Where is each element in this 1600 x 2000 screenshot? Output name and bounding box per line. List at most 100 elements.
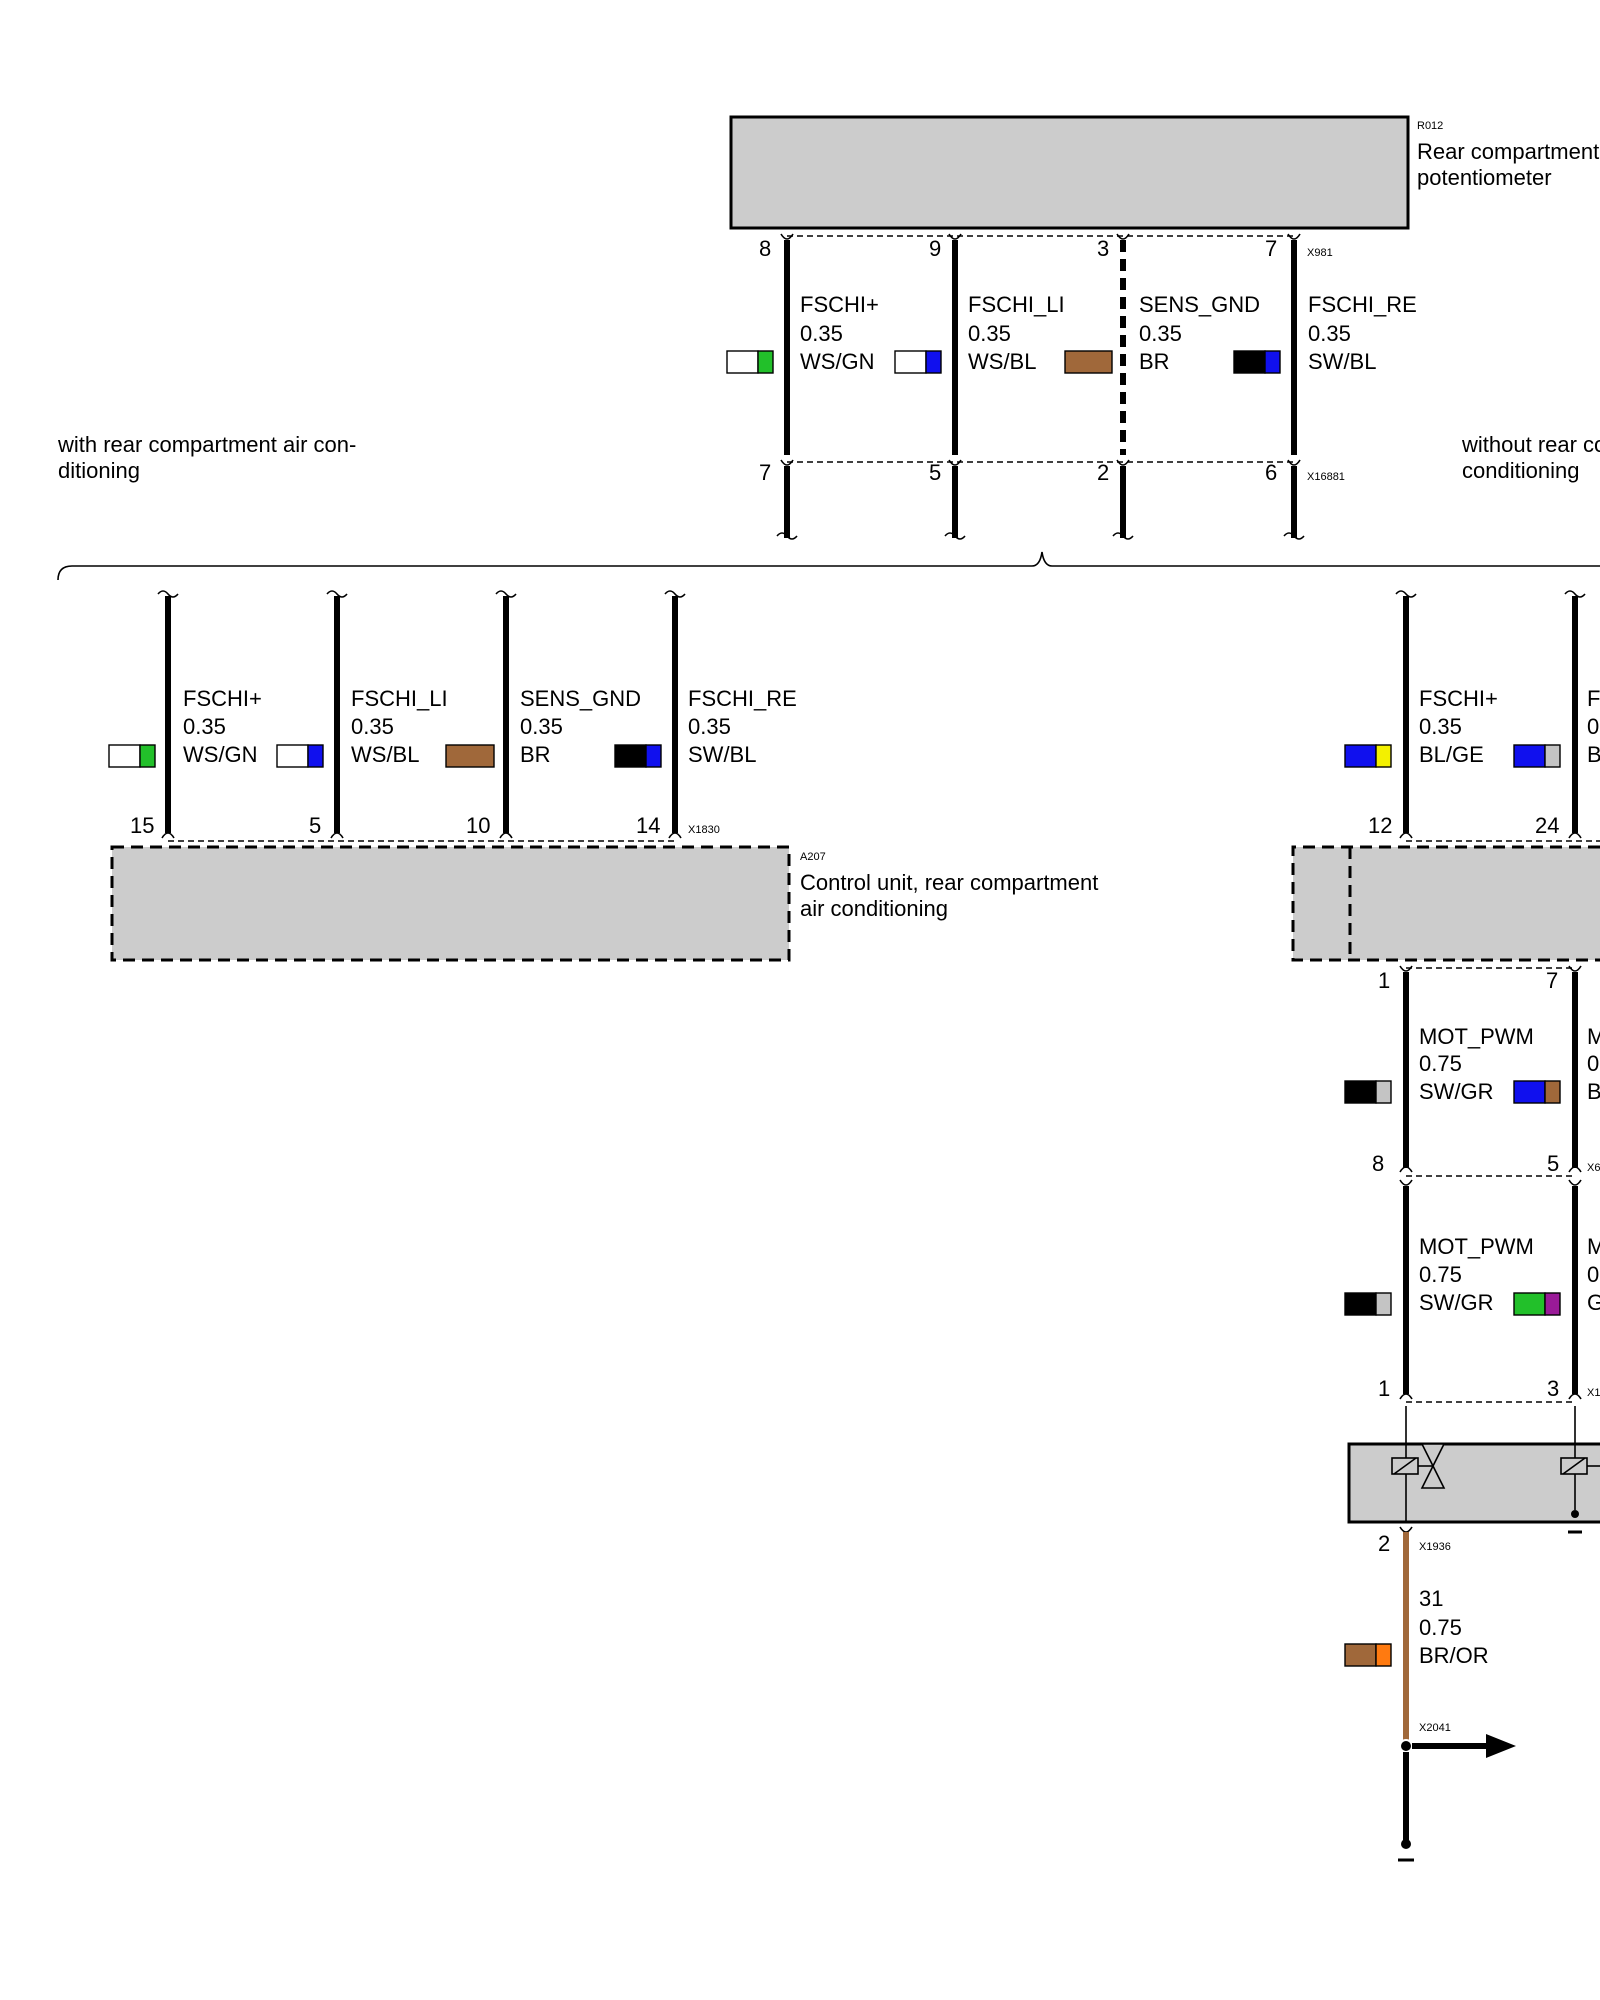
variant-with-label-line1: with rear compartment air con- — [57, 432, 356, 457]
top-wire-fschi-re-pin-top: 7 — [1265, 236, 1277, 261]
top-wire-fschi-li-pin-bottom: 5 — [929, 460, 941, 485]
top-wire-fschi-plus-pin-bottom: 7 — [759, 460, 771, 485]
right-col2-wire-lower-pin: 3 — [1547, 1376, 1559, 1401]
right-col1-pin-out: 1 — [1378, 968, 1390, 993]
component-r012-name-line1: Rear compartment — [1417, 139, 1599, 164]
connector-x981-label: X981 — [1307, 247, 1333, 259]
left-wire-fschi-li-color: WS/BL — [351, 742, 419, 767]
swatch-gn — [1513, 1292, 1546, 1316]
top-wire-fschi-re[interactable]: 7 6 FSCHI_RE 0.35 SW/BL — [1233, 233, 1417, 540]
top-wire-fschi-li[interactable]: 9 5 FSCHI_LI 0.35 WS/BL — [894, 233, 1065, 540]
right-col1-wire-31-pin: 2 — [1378, 1531, 1390, 1556]
component-valve-unit[interactable] — [1347, 1406, 1600, 1534]
right-col1-wire-31-size: 0.75 — [1419, 1615, 1462, 1640]
connector-x1936-label: X1936 — [1419, 1541, 1451, 1553]
right-col1-wire-fschi-plus[interactable]: 12 FSCHI+ 0.35 BL/GE — [1344, 590, 1498, 839]
left-wire-sens-gnd-pin: 10 — [466, 813, 490, 838]
left-wire-fschi-li-pin: 5 — [309, 813, 321, 838]
right-col2-wire-upper[interactable]: 24 F 0 B — [1513, 590, 1600, 839]
top-wire-fschi-plus-color: WS/GN — [800, 349, 875, 374]
connector-x6-label: X6 — [1587, 1162, 1600, 1174]
swatch-sw — [1344, 1292, 1377, 1316]
swatch-ws — [894, 350, 927, 374]
right-col1-wire-fschi-plus-color: BL/GE — [1419, 742, 1484, 767]
right-col1-wire-mot-pwm-upper-size: 0.75 — [1419, 1051, 1462, 1076]
left-wire-sens-gnd-signal: SENS_GND — [520, 686, 641, 711]
left-wire-fschi-re-size: 0.35 — [688, 714, 731, 739]
left-wire-sens-gnd[interactable]: 10 SENS_GND 0.35 BR — [445, 590, 641, 839]
component-r012-name-line2: potentiometer — [1417, 165, 1552, 190]
swatch-br — [1344, 1643, 1377, 1667]
top-wire-sens-gnd[interactable]: 3 2 SENS_GND 0.35 BR — [1064, 233, 1260, 540]
left-wire-fschi-li[interactable]: 5 FSCHI_LI 0.35 WS/BL — [276, 590, 448, 839]
right-col2-wire-lower[interactable]: 3 M 0 G — [1513, 1179, 1600, 1401]
right-col2-wire-lower-color: G — [1587, 1290, 1600, 1315]
component-r012-housing[interactable] — [729, 115, 1410, 230]
connector-x1830-label: X1830 — [688, 824, 720, 836]
swatch-ge — [1375, 744, 1392, 768]
swatch-br — [445, 744, 495, 768]
top-wire-fschi-li-pin-top: 9 — [929, 236, 941, 261]
variant-without-label-line1: without rear co — [1461, 432, 1600, 457]
variant-with-label-line2: ditioning — [58, 458, 140, 483]
swatch-gn — [139, 744, 156, 768]
left-wire-fschi-plus[interactable]: 15 FSCHI+ 0.35 WS/GN — [108, 590, 262, 839]
splice-x2041[interactable]: X2041 — [1398, 1722, 1516, 1862]
right-col1-wire-mot-pwm-upper-pin: 8 — [1372, 1151, 1384, 1176]
right-col2-wire-upper-color: B — [1587, 742, 1600, 767]
swatch-ws — [276, 744, 309, 768]
swatch-br — [1064, 350, 1113, 374]
right-col1-wire-mot-pwm-lower-size: 0.75 — [1419, 1262, 1462, 1287]
top-wire-fschi-li-signal: FSCHI_LI — [968, 292, 1065, 317]
swatch-bl — [925, 350, 942, 374]
swatch-sw — [1344, 1080, 1377, 1104]
swatch-or — [1375, 1643, 1392, 1667]
left-wire-fschi-plus-signal: FSCHI+ — [183, 686, 262, 711]
right-col2-wire-upper-size: 0 — [1587, 714, 1599, 739]
left-wire-fschi-re-signal: FSCHI_RE — [688, 686, 797, 711]
top-wire-fschi-li-color: WS/BL — [968, 349, 1036, 374]
right-col2-wire-middle[interactable]: 7 5 M 0 B — [1513, 965, 1600, 1176]
right-col1-wire-mot-pwm-upper-color: SW/GR — [1419, 1079, 1494, 1104]
component-a207-code: A207 — [800, 851, 826, 863]
arrow-right-icon — [1486, 1734, 1516, 1758]
swatch-bl — [1513, 1080, 1546, 1104]
top-wire-fschi-plus[interactable]: 8 7 FSCHI+ 0.35 WS/GN — [726, 233, 879, 540]
swatch-bl — [1264, 350, 1281, 374]
top-wire-sens-gnd-size: 0.35 — [1139, 321, 1182, 346]
swatch-bl — [307, 744, 324, 768]
swatch-gr — [1375, 1080, 1392, 1104]
right-col2-wire-middle-pin: 5 — [1547, 1151, 1559, 1176]
right-col1-wire-31-signal: 31 — [1419, 1586, 1443, 1611]
left-wire-fschi-plus-color: WS/GN — [183, 742, 258, 767]
top-wire-fschi-li-size: 0.35 — [968, 321, 1011, 346]
right-col1-wire-31[interactable]: 2 X1936 31 0.75 BR/OR — [1344, 1526, 1489, 1740]
top-wire-fschi-plus-pin-top: 8 — [759, 236, 771, 261]
left-wire-fschi-re-pin: 14 — [636, 813, 660, 838]
right-col1-wire-mot-pwm-lower-pin: 1 — [1378, 1376, 1390, 1401]
right-col1-wire-31-color: BR/OR — [1419, 1643, 1489, 1668]
right-col2-wire-middle-color: B — [1587, 1079, 1600, 1104]
right-col1-wire-mot-pwm-upper[interactable]: 1 8 MOT_PWM 0.75 SW/GR — [1344, 965, 1534, 1176]
component-a207-name-line2: air conditioning — [800, 896, 948, 921]
right-col1-wire-mot-pwm-lower[interactable]: 1 MOT_PWM 0.75 SW/GR — [1344, 1179, 1534, 1401]
variant-brace — [57, 551, 1600, 581]
top-wire-fschi-re-color: SW/BL — [1308, 349, 1376, 374]
right-col1-wire-mot-pwm-upper-signal: MOT_PWM — [1419, 1024, 1534, 1049]
component-a207-housing[interactable] — [110, 845, 791, 962]
right-col1-wire-fschi-plus-signal: FSCHI+ — [1419, 686, 1498, 711]
right-col2-wire-upper-pin: 24 — [1535, 813, 1559, 838]
swatch-sw — [614, 744, 647, 768]
connector-x16881-label: X16881 — [1307, 471, 1345, 483]
component-right-control-unit[interactable] — [1291, 845, 1600, 962]
swatch-ws — [108, 744, 141, 768]
swatch-bl — [645, 744, 662, 768]
right-col1-wire-fschi-plus-pin: 12 — [1368, 813, 1392, 838]
swatch-ws — [726, 350, 759, 374]
top-wire-fschi-re-signal: FSCHI_RE — [1308, 292, 1417, 317]
swatch-br — [1544, 1080, 1561, 1104]
left-wire-fschi-li-size: 0.35 — [351, 714, 394, 739]
variant-without-label-line2: conditioning — [1462, 458, 1579, 483]
left-wire-fschi-re[interactable]: 14 FSCHI_RE 0.35 SW/BL — [614, 590, 797, 839]
